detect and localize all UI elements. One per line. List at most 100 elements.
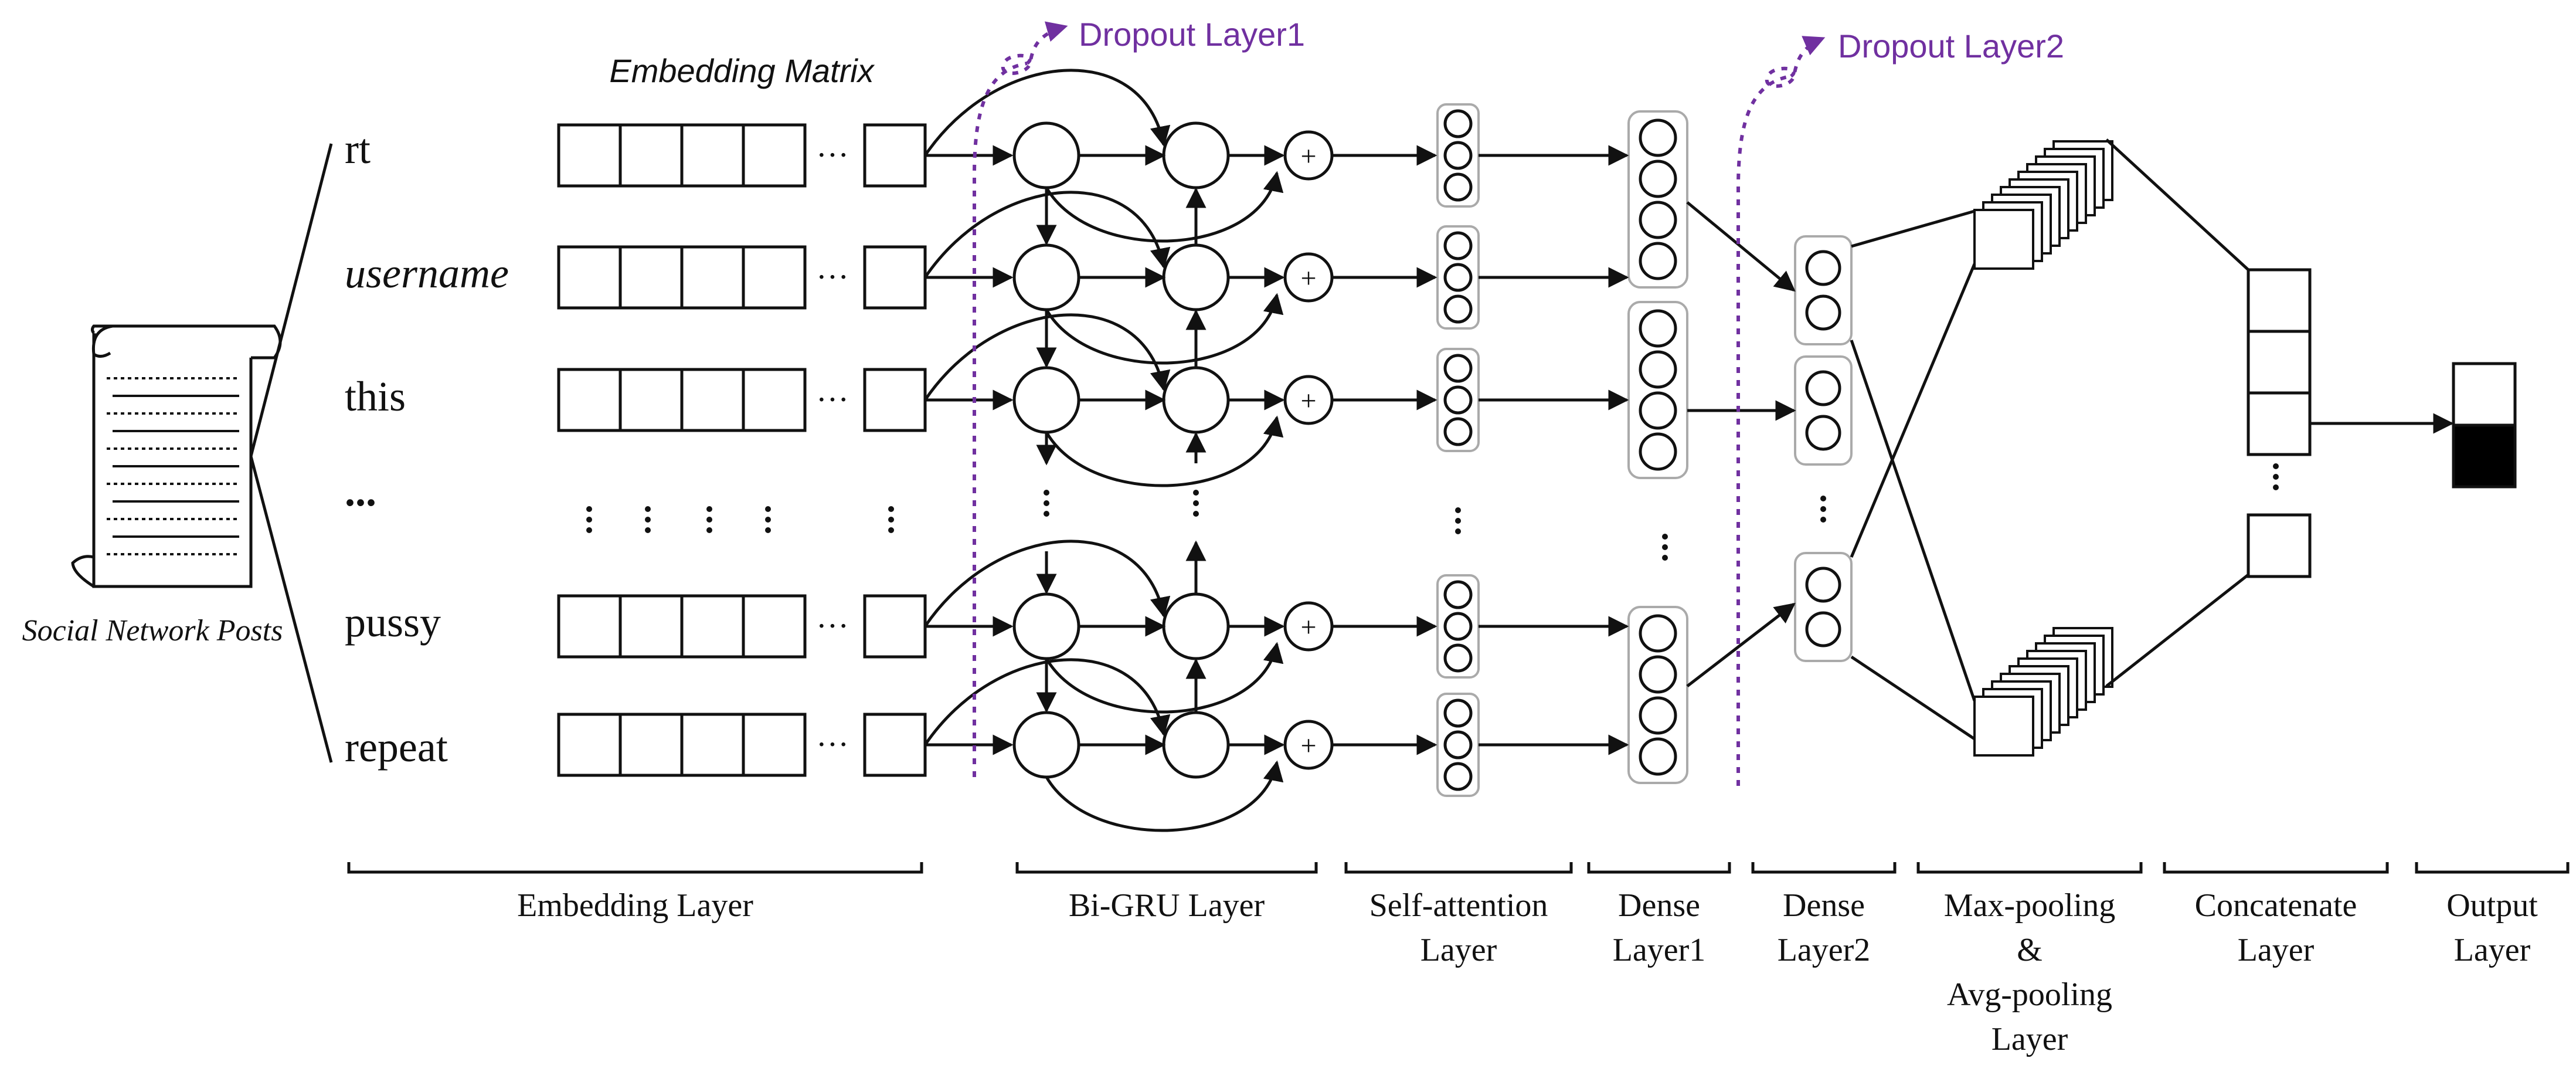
dense1-node	[1639, 655, 1677, 694]
layer-label-line: Bi-GRU Layer	[1069, 887, 1265, 924]
embedding-cell	[618, 713, 684, 777]
word-label: username	[345, 250, 509, 297]
pool-feature-map	[1973, 209, 2034, 270]
dot	[586, 527, 592, 533]
bracket-line	[347, 862, 923, 874]
word-label: ...	[345, 468, 376, 515]
layer-label-line: Avg-pooling	[1947, 976, 2112, 1013]
embedding-to-backward-arrow	[923, 658, 1171, 746]
dot	[888, 506, 894, 512]
gru-backward-node	[1162, 592, 1230, 660]
layer-label-line: &	[2017, 932, 2043, 968]
posts-label: Social Network Posts	[22, 614, 283, 647]
embedding-cell	[557, 368, 622, 432]
posts-fan-lines	[249, 143, 333, 763]
dense1-node	[1639, 201, 1677, 239]
gru-forward-node	[1012, 366, 1080, 434]
layer-label-line: Embedding Layer	[517, 887, 753, 924]
output-cell-filled	[2452, 423, 2517, 489]
vertical-dots	[1044, 490, 1049, 517]
embedding-ellipsis: ···	[816, 382, 849, 418]
max-pooling-stack	[1973, 140, 2113, 270]
dot	[765, 517, 771, 523]
embedding-cell	[863, 123, 927, 188]
dense2-node	[1805, 415, 1841, 451]
vertical-dots	[645, 506, 651, 533]
embedding-cell	[863, 713, 927, 777]
attention-node	[1443, 385, 1473, 415]
dot	[1455, 518, 1461, 524]
plus-symbol: +	[1300, 612, 1316, 643]
dropout-label-2: Dropout Layer2	[1838, 28, 2064, 65]
bracket-line	[2415, 862, 2570, 874]
layer-label-line: Output	[2446, 887, 2538, 924]
dot	[1455, 528, 1461, 534]
word-labels: rt username this ... pussy repeat	[345, 126, 509, 771]
dropout-curve	[973, 62, 1028, 777]
gru-backward-node	[1162, 711, 1230, 779]
dropout-curve	[1736, 74, 1792, 786]
word-label: rt	[345, 126, 371, 172]
embedding-to-backward-arrow	[923, 313, 1171, 401]
bracket-line	[1916, 862, 2143, 874]
attention-node	[1443, 612, 1473, 641]
embedding-cell	[863, 594, 927, 659]
embedding-cell	[557, 123, 622, 188]
attention-node	[1443, 263, 1473, 292]
attention-node	[1443, 643, 1473, 673]
gru-to-sum-arrow	[1045, 415, 1284, 487]
embedding-cell	[557, 594, 622, 659]
dense1-node	[1639, 350, 1677, 389]
embedding-cell	[863, 245, 927, 310]
dot	[706, 517, 712, 523]
gru-forward-node	[1012, 121, 1080, 189]
dot	[1044, 490, 1049, 496]
dense1-node	[1639, 309, 1677, 348]
dense2-to-pool-line	[1850, 340, 1976, 701]
dense2-node	[1805, 611, 1841, 647]
dot	[1044, 500, 1049, 506]
plus-symbol: +	[1300, 385, 1316, 416]
dot	[1455, 507, 1461, 513]
dot	[706, 527, 712, 533]
gru-backward-node	[1162, 243, 1230, 311]
layer-label-line: Layer	[2238, 932, 2315, 968]
dense1-node-box	[1627, 606, 1688, 784]
embedding-cell	[557, 713, 622, 777]
attention-node	[1443, 730, 1473, 759]
embedding-cell	[742, 594, 807, 659]
embedding-ellipsis: ···	[816, 137, 849, 174]
gru-backward-node	[1162, 121, 1230, 189]
dense2-to-pool-line	[1851, 209, 1975, 248]
dropout-curve-1	[973, 21, 1068, 777]
dropout-loop-arrow	[1001, 21, 1068, 75]
dot	[1820, 496, 1826, 501]
attention-node	[1443, 141, 1473, 170]
embedding-cell	[618, 368, 684, 432]
bracket-line	[1344, 862, 1573, 874]
embedding-ellipsis: ···	[816, 608, 849, 645]
dot	[888, 527, 894, 533]
layer-label-line: Dense	[1618, 887, 1700, 924]
attention-node	[1443, 231, 1473, 260]
attention-node	[1443, 762, 1473, 791]
concat-cell	[2247, 268, 2312, 333]
network-graph: ···+···+···+···+···+	[557, 21, 2517, 832]
bracket-line	[1587, 862, 1731, 874]
embedding-matrix-title: Embedding Matrix	[609, 52, 875, 89]
gru-to-sum-arrow	[1045, 760, 1284, 832]
dot	[706, 506, 712, 512]
embedding-to-backward-arrow	[923, 540, 1171, 628]
dot	[2273, 474, 2279, 480]
dense2-node	[1805, 370, 1841, 406]
gru-forward-node	[1012, 243, 1080, 311]
pool-feature-map	[1973, 696, 2034, 757]
attention-node	[1443, 698, 1473, 728]
gru-to-sum-arrow	[1045, 171, 1284, 243]
dot	[645, 527, 651, 533]
